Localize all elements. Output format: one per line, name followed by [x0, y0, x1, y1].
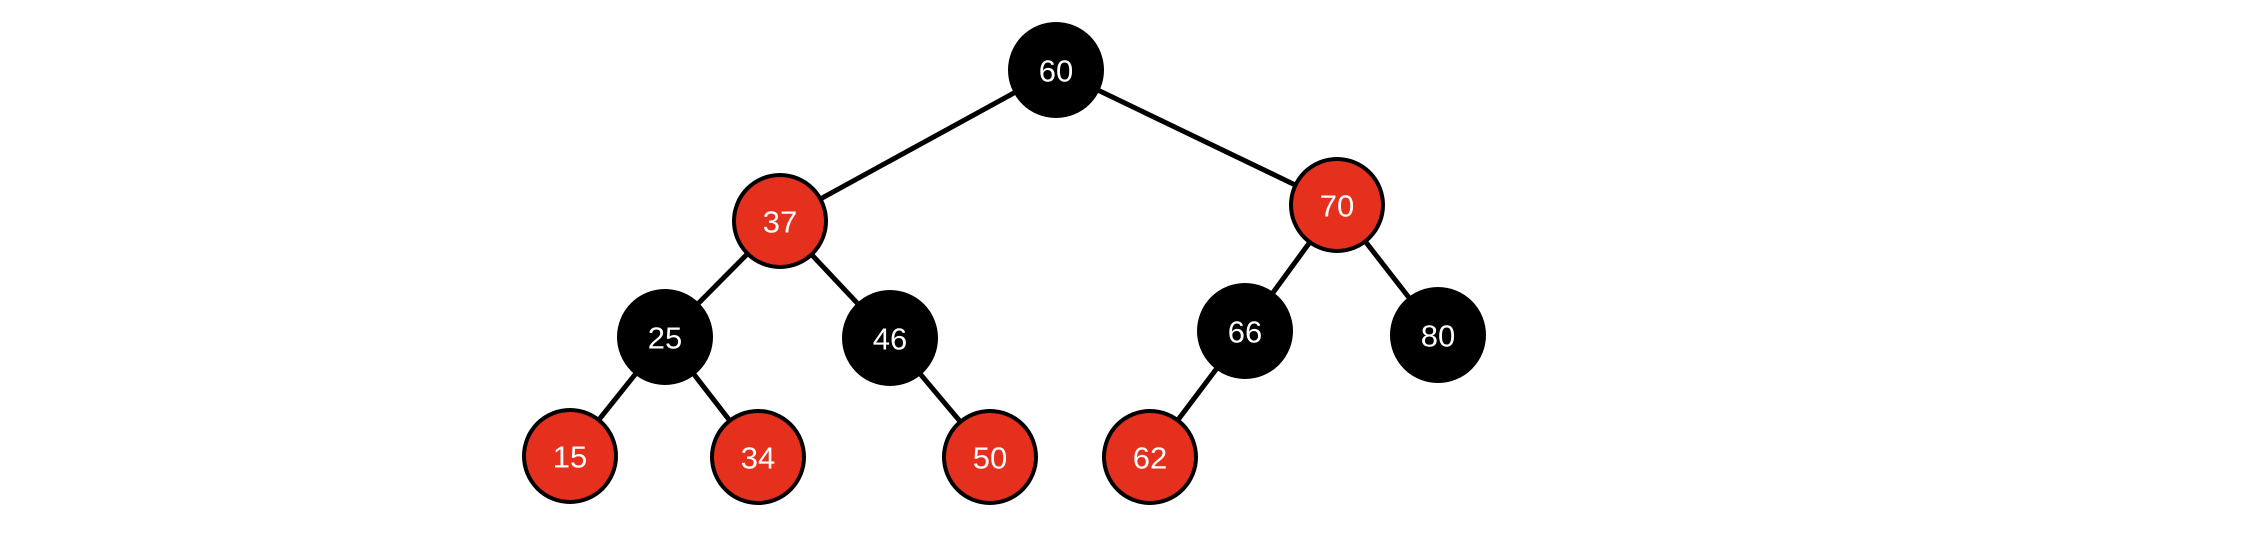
- node-circle-black[interactable]: [842, 290, 938, 386]
- node-label: 70: [1320, 189, 1354, 224]
- tree-node-80[interactable]: 80: [1390, 287, 1486, 383]
- tree-edge: [1094, 86, 1299, 189]
- tree-edge: [694, 250, 751, 308]
- node-circle-black[interactable]: [617, 289, 713, 385]
- tree-edge: [808, 251, 862, 308]
- node-label: 37: [763, 205, 797, 240]
- tree-edge: [817, 88, 1019, 203]
- node-label: 46: [873, 322, 907, 357]
- tree-edge: [595, 369, 640, 424]
- node-circle-red[interactable]: [522, 408, 618, 504]
- node-circle-red[interactable]: [1289, 157, 1385, 253]
- node-circle-red[interactable]: [942, 409, 1038, 505]
- node-label: 34: [741, 441, 775, 476]
- node-label: 15: [553, 440, 587, 475]
- tree-node-34[interactable]: 34: [710, 409, 806, 505]
- node-label: 80: [1421, 319, 1455, 354]
- tree-edge: [1362, 238, 1413, 302]
- tree-node-37[interactable]: 37: [732, 173, 828, 269]
- tree-node-66[interactable]: 66: [1197, 283, 1293, 379]
- node-circle-black[interactable]: [1390, 287, 1486, 383]
- tree-edge: [689, 370, 734, 424]
- node-circle-red[interactable]: [732, 173, 828, 269]
- node-label: 60: [1039, 54, 1073, 89]
- node-label: 50: [973, 441, 1007, 476]
- node-circle-black[interactable]: [1197, 283, 1293, 379]
- tree-edge: [1174, 364, 1221, 424]
- tree-node-60[interactable]: 60: [1008, 22, 1104, 118]
- tree-nodes-group: 60 37 70 25 46 66 80 15 34 50 62: [522, 22, 1486, 505]
- tree-node-25[interactable]: 25: [617, 289, 713, 385]
- tree-edge: [916, 370, 964, 425]
- tree-node-70[interactable]: 70: [1289, 157, 1385, 253]
- tree-node-46[interactable]: 46: [842, 290, 938, 386]
- node-label: 66: [1228, 315, 1262, 350]
- tree-edge: [1268, 239, 1314, 297]
- node-label: 62: [1133, 441, 1167, 476]
- tree-node-15[interactable]: 15: [522, 408, 618, 504]
- tree-edges-group: [595, 86, 1413, 425]
- tree-node-50[interactable]: 50: [942, 409, 1038, 505]
- tree-node-62[interactable]: 62: [1102, 409, 1198, 505]
- node-label: 25: [648, 321, 682, 356]
- node-circle-red[interactable]: [710, 409, 806, 505]
- node-circle-black[interactable]: [1008, 22, 1104, 118]
- node-circle-red[interactable]: [1102, 409, 1198, 505]
